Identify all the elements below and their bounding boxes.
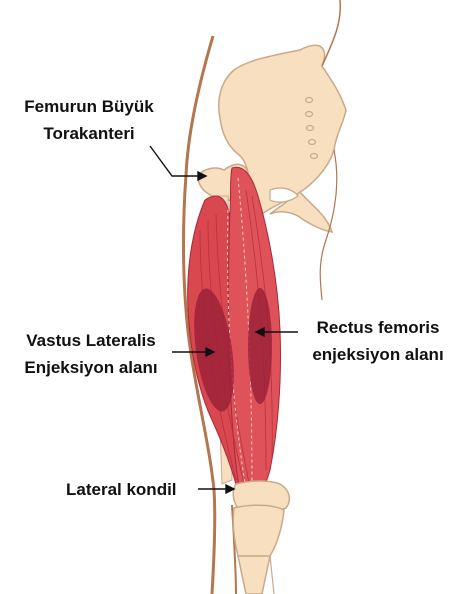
label-rectus-femoris-line1: Rectus femoris (300, 314, 456, 341)
rectus-femoris-injection-site (248, 288, 272, 404)
label-lateral-condyle: Lateral kondil (66, 476, 177, 503)
label-vastus-lateralis: Vastus Lateralis Enjeksiyon alanı (10, 327, 172, 381)
label-greater-trochanter: Femurun Büyük Torakanteri (14, 93, 164, 147)
label-greater-trochanter-line2: Torakanteri (14, 120, 164, 147)
label-greater-trochanter-line1: Femurun Büyük (14, 93, 164, 120)
pointer-trochanter (150, 146, 200, 176)
label-vastus-lateralis-line1: Vastus Lateralis (10, 327, 172, 354)
knee-bones (233, 481, 289, 594)
label-rectus-femoris: Rectus femoris enjeksiyon alanı (300, 314, 456, 368)
label-vastus-lateralis-line2: Enjeksiyon alanı (10, 354, 172, 381)
label-rectus-femoris-line2: enjeksiyon alanı (300, 341, 456, 368)
